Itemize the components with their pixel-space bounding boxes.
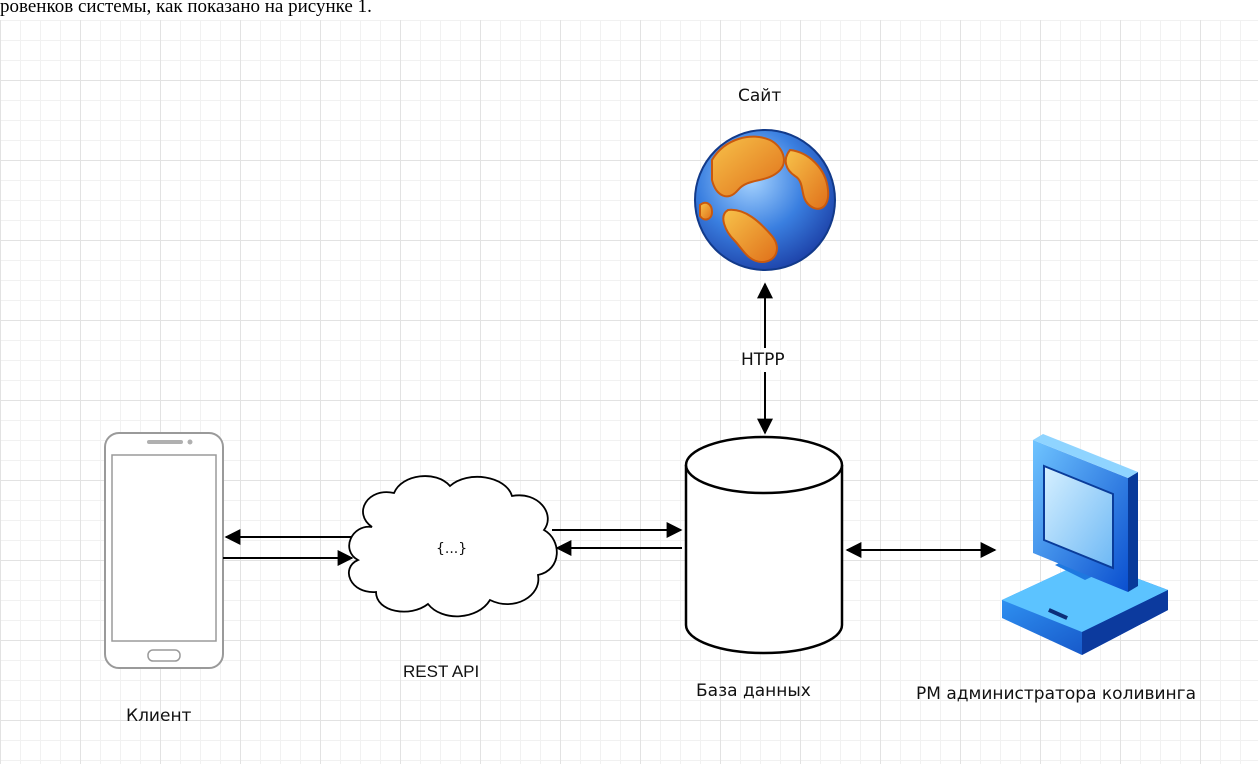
- figure-caption-text: ровенков системы, как показано на рисунк…: [0, 0, 1258, 20]
- http-label: HTPP: [739, 350, 787, 370]
- database-label: База данных: [696, 681, 811, 701]
- admin-label: РМ администратора коливинга: [916, 684, 1197, 704]
- database-cylinder: [684, 435, 844, 655]
- rest-api-label: REST API: [403, 662, 480, 681]
- api-inner-text: {...}: [436, 541, 468, 557]
- cloud-shape: [347, 475, 558, 618]
- client-label: Клиент: [126, 706, 192, 726]
- site-label: Сайт: [738, 86, 782, 106]
- computer-icon: [1002, 434, 1168, 655]
- phone-icon: [104, 432, 224, 669]
- globe-icon: [694, 129, 836, 271]
